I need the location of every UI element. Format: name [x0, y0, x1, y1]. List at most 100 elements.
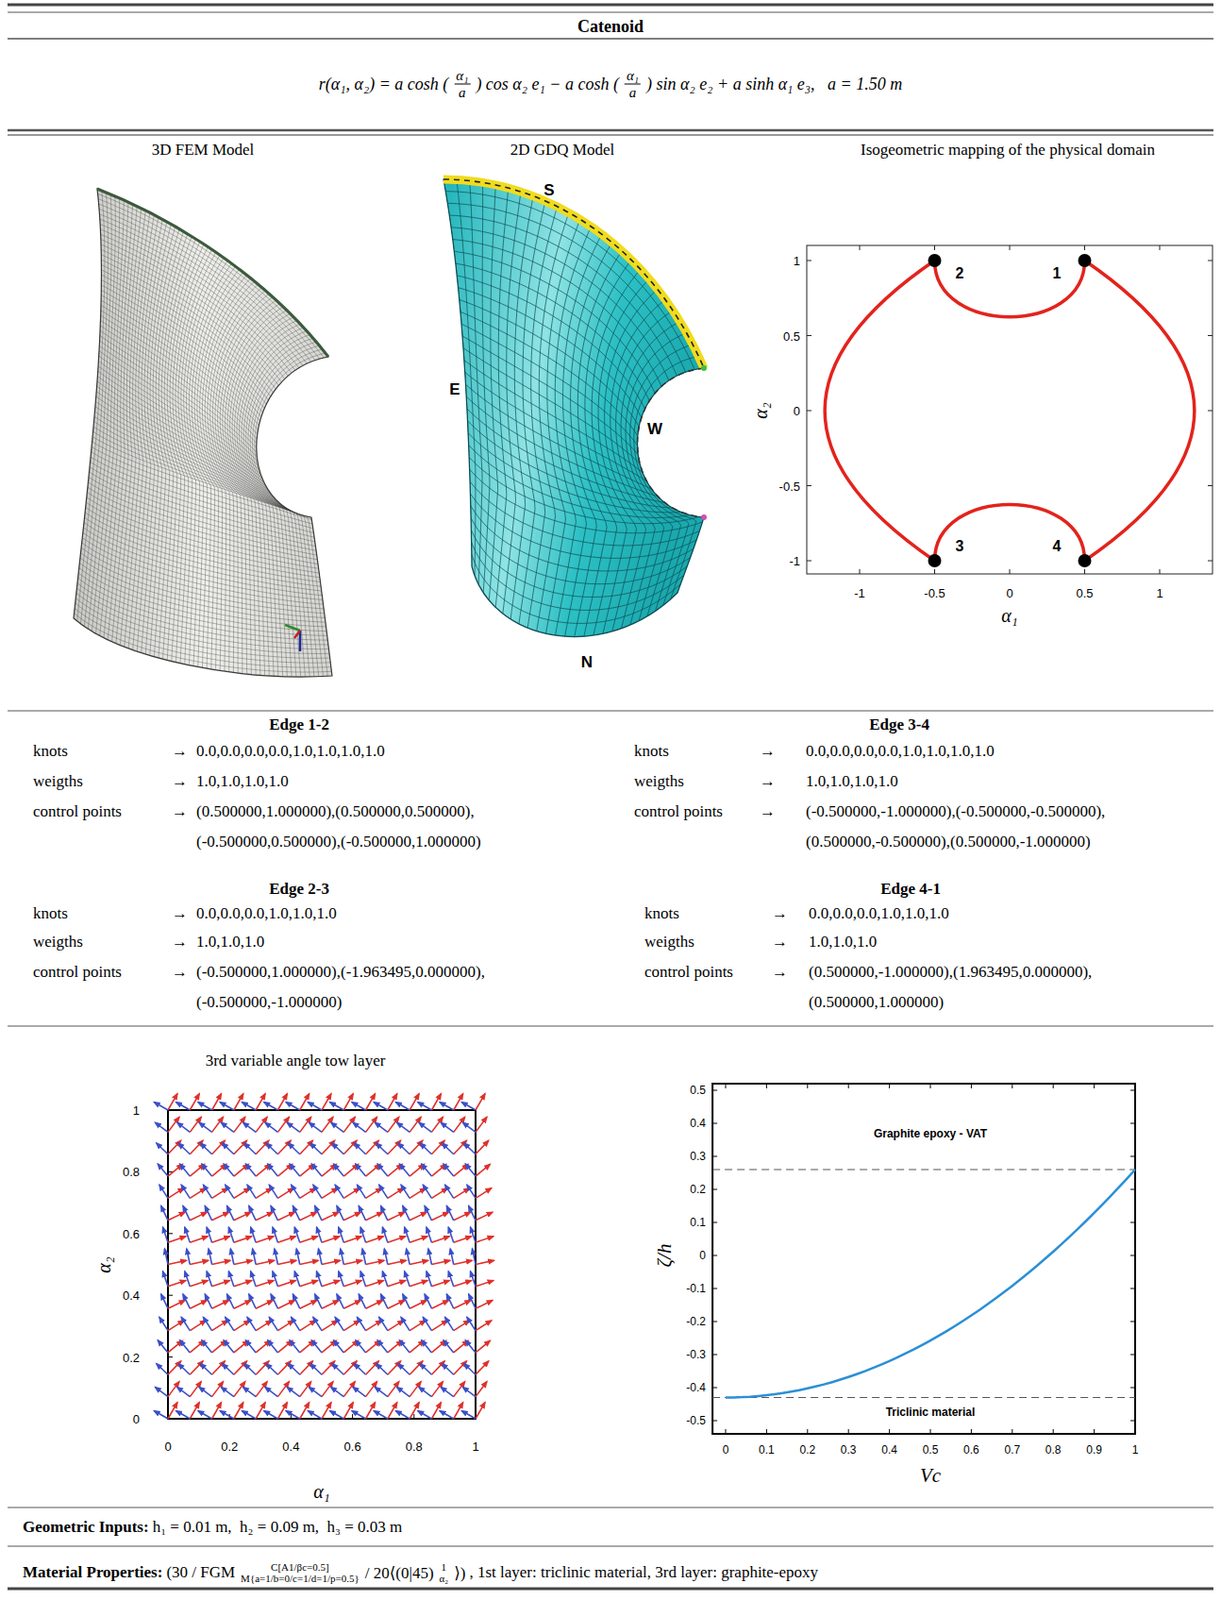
fiber-arrow-blue [204, 1293, 212, 1308]
fiber-arrow-red [366, 1339, 381, 1353]
fiber-arrow-blue [176, 1410, 191, 1420]
fiber-arrow-red [366, 1211, 384, 1221]
fiber-arrow-blue [397, 1386, 411, 1396]
fiber-arrow-red [366, 1116, 378, 1132]
fiber-arrow-red [189, 1211, 207, 1221]
fiber-arrow-red [475, 1211, 493, 1221]
label-text: (-0.500000,-1.000000) [196, 992, 342, 1012]
mesh-line [96, 391, 274, 499]
fiber-arrow-red [255, 1279, 274, 1286]
fiber-arrow-red [167, 1339, 183, 1353]
mesh-line [201, 278, 251, 672]
fiber-arrow-blue [250, 1226, 256, 1242]
mesh-line [96, 396, 278, 502]
formula-part: a [456, 84, 469, 101]
fiber-arrow-blue [265, 1121, 279, 1132]
fiber-arrow-red [300, 1139, 314, 1154]
fiber-arrow-red [453, 1300, 471, 1309]
label-text: E [449, 380, 460, 400]
fiber-arrow-blue [355, 1163, 367, 1176]
fiber-arrow-blue [358, 1204, 366, 1220]
tick-mark [1053, 1083, 1054, 1088]
mesh-line [93, 431, 305, 516]
fiber-arrow-red [387, 1236, 406, 1242]
label-text: 0.0,0.0,0.0,1.0,1.0,1.0 [808, 903, 950, 923]
label-text: α₂ [750, 401, 772, 419]
fiber-arrow-blue [226, 1293, 234, 1308]
fiber-arrow-red [475, 1163, 490, 1176]
fiber-arrow-red [366, 1300, 384, 1309]
mesh-line [256, 356, 333, 676]
fiber-arrow-blue [340, 1248, 345, 1265]
fiber-arrow-red [255, 1300, 273, 1309]
mesh-line [81, 547, 325, 613]
fiber-arrow-blue [219, 1102, 235, 1111]
fiber-arrow-red [431, 1187, 448, 1199]
mesh-line [82, 542, 325, 609]
fiber-arrow-red [277, 1320, 294, 1331]
fiber-arrow-blue [352, 1386, 367, 1396]
label-text: -0.2 [685, 1314, 706, 1328]
fiber-arrow-red [300, 1381, 312, 1397]
tick-mark [1130, 1387, 1136, 1389]
fiber-arrow-blue [244, 1363, 256, 1375]
fiber-arrow-blue [268, 1316, 278, 1330]
fiber-arrow-red [277, 1163, 292, 1176]
mesh-line [100, 304, 259, 425]
fiber-arrow-blue [374, 1121, 388, 1132]
label-text: 0 [164, 1438, 171, 1454]
fiber-arrow-blue [331, 1121, 345, 1132]
fiber-arrow-red [300, 1300, 318, 1309]
fiber-arrow-red [255, 1236, 274, 1242]
mesh-line [90, 461, 315, 537]
fiber-arrow-blue [440, 1121, 454, 1132]
fiber-arrow-red [475, 1259, 495, 1264]
label-text: knots [644, 903, 680, 923]
fiber-arrow-red [300, 1187, 317, 1199]
triad-z [299, 630, 302, 652]
fiber-arrow-blue [208, 1248, 213, 1265]
fiber-arrow-red [453, 1320, 470, 1331]
fiber-arrow-blue [470, 1226, 476, 1242]
equation-rule-thin [7, 133, 1214, 136]
mesh-line [94, 416, 292, 511]
mesh-line [95, 401, 281, 504]
label-text: → [171, 771, 188, 791]
fiber-arrow-blue [332, 1363, 344, 1375]
fiber-arrow-red [321, 1116, 334, 1132]
fiber-arrow-blue [313, 1184, 322, 1198]
tick-mark [859, 568, 861, 574]
fiber-arrow-blue [178, 1142, 190, 1155]
fiber-arrow-red [409, 1402, 419, 1419]
fiber-arrow-red [387, 1360, 402, 1374]
fiber-arrow-blue [245, 1339, 256, 1353]
label-text: 1.0,1.0,1.0,1.0 [196, 771, 289, 791]
fiber-arrow-red [387, 1402, 398, 1419]
corner-point [928, 553, 942, 568]
fiber-arrow-blue [353, 1363, 366, 1375]
section-rule [7, 710, 1214, 712]
tick-mark [1130, 1155, 1136, 1157]
fiber-arrow-red [366, 1402, 376, 1419]
fiber-arrow-red [475, 1360, 489, 1374]
tick-mark [888, 1083, 890, 1088]
fiber-arrow-blue [230, 1248, 235, 1265]
label-text: weigths [644, 932, 695, 952]
label-text: 0.2 [689, 1182, 706, 1196]
fiber-arrow-red [212, 1163, 227, 1176]
plot-frame [167, 1109, 476, 1419]
fiber-arrow-blue [421, 1339, 433, 1353]
fiber-arrow-blue [310, 1363, 322, 1375]
mesh-line [100, 319, 258, 438]
fiber-arrow-red [167, 1187, 184, 1199]
fiber-arrow-blue [183, 1293, 190, 1308]
fiber-arrow-blue [247, 1316, 256, 1330]
fiber-arrow-red [431, 1402, 441, 1419]
fiber-arrow-blue [177, 1386, 191, 1396]
fiber-arrow-blue [272, 1226, 278, 1242]
fiber-arrow-red [409, 1139, 423, 1154]
tick-mark [930, 1428, 932, 1434]
label-text: weigths [634, 771, 685, 791]
thickness-plot [712, 1083, 1136, 1434]
